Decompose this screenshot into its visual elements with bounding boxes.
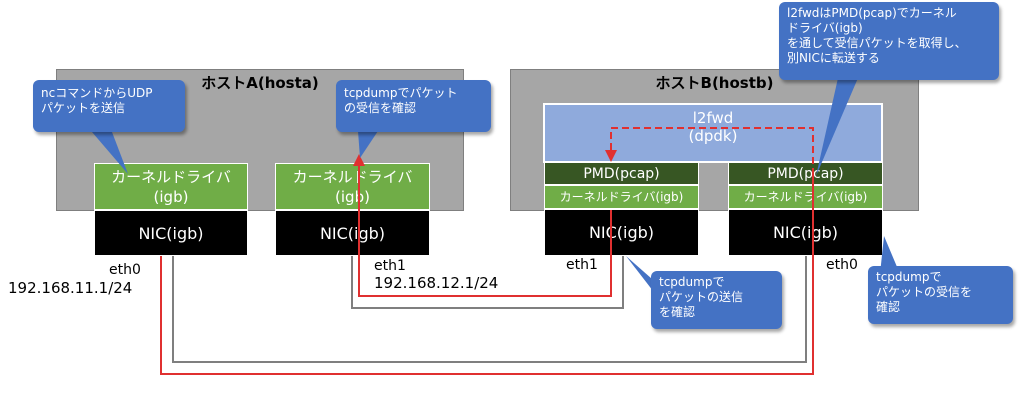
host-b-eth1-label: eth1 xyxy=(566,257,598,273)
host-a-title: ホストA(hosta) xyxy=(201,74,319,92)
host-a-eth0-label: eth0 xyxy=(109,262,141,278)
host-a-right-nic: NIC(igb) xyxy=(275,210,430,256)
host-b-eth0-label: eth0 xyxy=(826,257,858,273)
l2fwd-box: l2fwd (dpdk) xyxy=(543,103,883,163)
driver-label: カーネルドライバ xyxy=(292,167,413,186)
l2fwd-sub-label: (dpdk) xyxy=(688,127,738,145)
callout-line: 確認 xyxy=(876,300,901,314)
host-b-right-pmd: PMD(pcap) xyxy=(728,162,883,185)
callout-line: tcpdumpで xyxy=(876,270,942,284)
host-b-left-pmd: PMD(pcap) xyxy=(544,162,699,185)
callout-line: パケットを送信 xyxy=(41,101,126,115)
callout-tcpdump-recv-a: tcpdumpでパケット の受信を確認 xyxy=(336,80,491,132)
host-a-eth1-label: eth1 xyxy=(374,258,406,274)
callout-l2fwd-note: l2fwdはPMD(pcap)でカーネル ドライバ(igb) を通して受信パケッ… xyxy=(779,2,999,80)
l2fwd-label: l2fwd xyxy=(692,109,734,127)
host-b-left-nic: NIC(igb) xyxy=(544,209,699,256)
host-a-left-driver: カーネルドライバ (igb) xyxy=(94,163,248,210)
callout-nc-udp: ncコマンドからUDP パケットを送信 xyxy=(33,80,185,132)
host-b-left-driver: カーネルドライバ(igb) xyxy=(544,185,699,209)
driver-label: カーネルドライバ xyxy=(111,167,231,186)
host-a-left-nic: NIC(igb) xyxy=(94,210,248,256)
host-a-right-driver: カーネルドライバ (igb) xyxy=(275,163,430,210)
host-a-eth1-ip-label: 192.168.12.1/24 xyxy=(374,274,499,292)
host-b-right-driver: カーネルドライバ(igb) xyxy=(728,185,883,209)
host-b-title: ホストB(hostb) xyxy=(655,74,774,92)
driver-sub-label: (igb) xyxy=(335,187,370,206)
callout-line: tcpdumpでパケット xyxy=(344,86,458,100)
callout-tcpdump-recv-b: tcpdumpで パケットの受信を 確認 xyxy=(868,266,1013,324)
callout-line: を確認 xyxy=(659,305,696,319)
host-b-right-nic: NIC(igb) xyxy=(728,209,883,256)
driver-sub-label: (igb) xyxy=(153,187,189,206)
callout-line: パケットの送信 xyxy=(659,290,744,304)
callout-tcpdump-send-b: tcpdumpで パケットの送信 を確認 xyxy=(651,271,782,329)
callout-line: tcpdumpで xyxy=(659,275,725,289)
host-a-eth0-ip-label: 192.168.11.1/24 xyxy=(8,279,133,297)
callout-line: l2fwdはPMD(pcap)でカーネル xyxy=(787,6,957,20)
callout-line: パケットの受信を xyxy=(876,285,973,299)
callout-line: ncコマンドからUDP xyxy=(41,86,153,100)
callout-line: 別NICに転送する xyxy=(787,51,880,65)
callout-line: を通して受信パケットを取得し、 xyxy=(787,36,967,50)
callout-line: ドライバ(igb) xyxy=(787,21,863,35)
callout-line: の受信を確認 xyxy=(344,101,417,115)
